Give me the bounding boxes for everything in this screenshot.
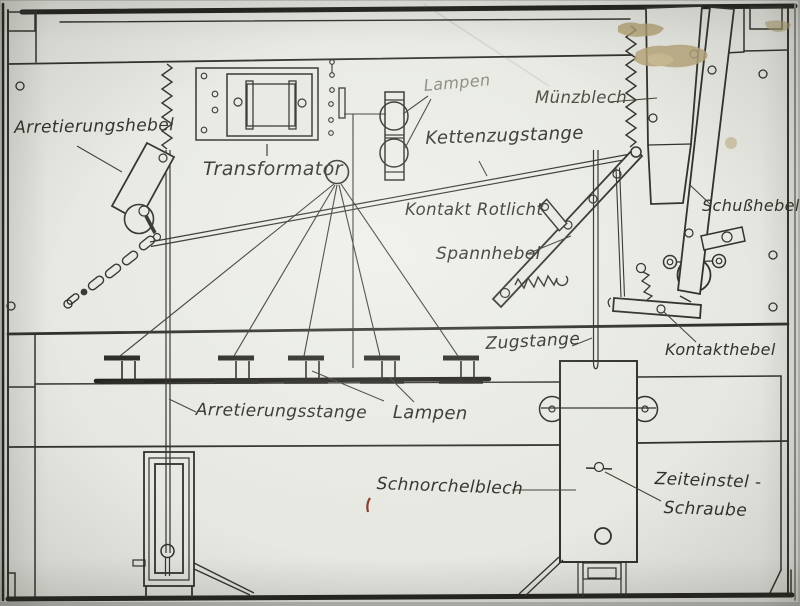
label-arretierungsstange: Arretierungsstange [195, 400, 368, 423]
shot-lever-tab [700, 226, 746, 251]
paper-crease [423, 3, 550, 87]
red-light-contact [538, 198, 568, 232]
label-muenzblech: Münzblech [535, 88, 628, 107]
shot-lever [677, 6, 746, 303]
support-strut [518, 556, 564, 597]
label-zeiteinstel: Zeiteinstel - [654, 469, 762, 493]
contact-link-rod [615, 167, 626, 298]
lamp-bracket [214, 355, 258, 384]
snorkel-plate [559, 360, 638, 563]
cam-assembly [662, 253, 727, 293]
label-arretierungshebel: Arretierungshebel [14, 115, 175, 138]
locking-lever-assembly [66, 63, 176, 553]
pull-rod [592, 150, 599, 370]
rod-hook [160, 543, 175, 559]
pull-chain [66, 235, 156, 305]
label-transformator: Transformator [203, 158, 343, 180]
lamp-brackets [100, 355, 483, 384]
contact-spring [640, 271, 654, 301]
label-schusshebel: Schußhebel [702, 196, 800, 215]
tension-lever [491, 146, 644, 309]
transformer-drawing [195, 59, 346, 156]
lock-window [132, 451, 255, 597]
chain-pull-rod [149, 152, 638, 248]
lamp-bracket [360, 355, 404, 384]
tension-spring [514, 274, 569, 290]
red-pen-mark [366, 497, 371, 513]
lever-spring [160, 63, 174, 150]
transformer-terminals [328, 59, 346, 136]
lever-pivot [123, 203, 155, 235]
window-strut [193, 562, 255, 596]
label-kontakthebel: Kontakthebel [665, 340, 776, 359]
lamp-strip-drawing [379, 91, 409, 181]
wiring-hub [324, 159, 350, 185]
contact-lever [607, 167, 702, 319]
label-leaders [76, 95, 711, 502]
lever-joint [630, 146, 642, 158]
panel-holes [6, 69, 778, 312]
snorkel-plate-assembly [518, 150, 659, 597]
lamp-bracket [284, 355, 328, 384]
coin-plate-spring [624, 25, 638, 148]
time-adjust-screw [593, 461, 605, 473]
stains [366, 20, 791, 513]
lamp-bracket [439, 355, 483, 384]
label-schraube: Schraube [663, 498, 748, 521]
label-spannhebel: Spannhebel [436, 244, 541, 264]
label-kontakt-rotlicht: Kontakt Rotlicht [405, 200, 544, 219]
label-lampen-bottom: Lampen [392, 402, 468, 425]
lamp-bracket [100, 355, 144, 384]
locking-rod [165, 150, 171, 553]
